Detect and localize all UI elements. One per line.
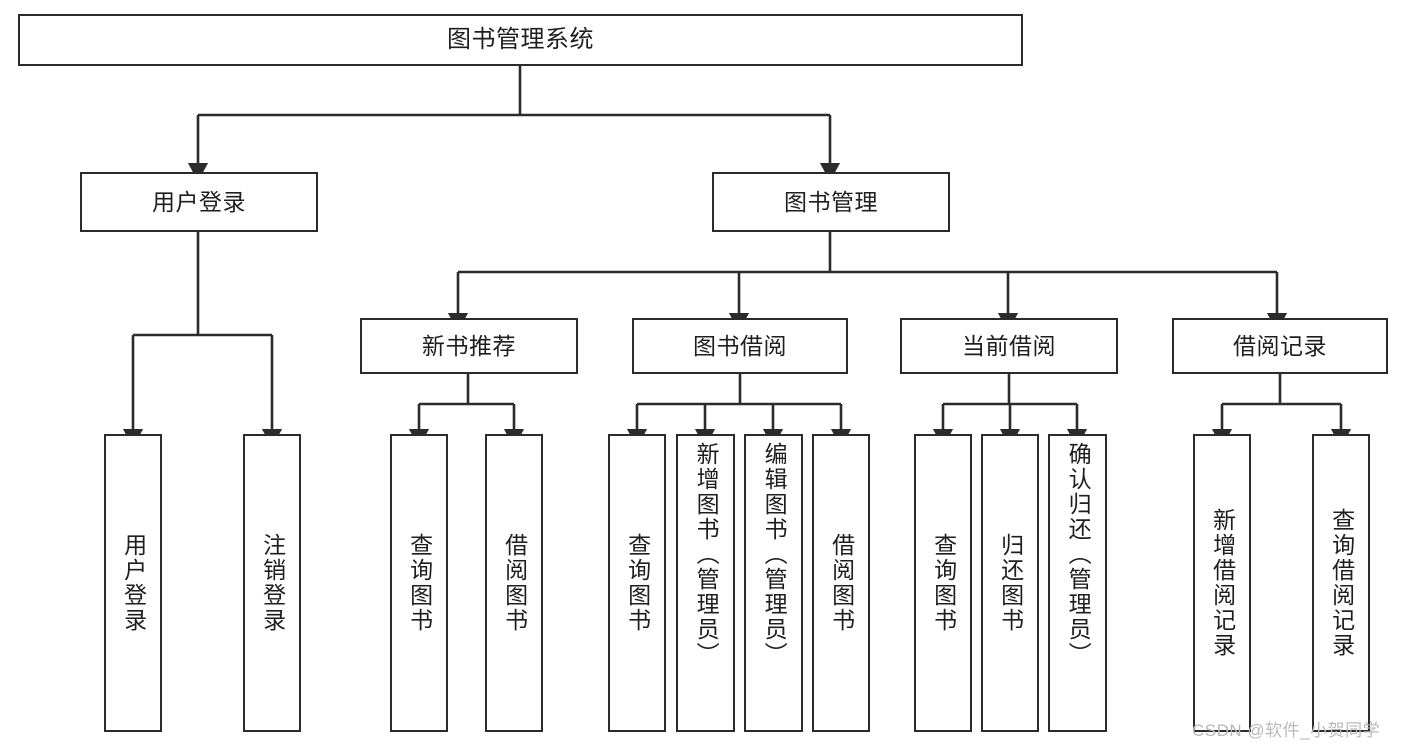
node-label: 查询图书 xyxy=(624,533,651,633)
node-book-management[interactable]: 图书管理 xyxy=(712,172,950,232)
leaf-book-borrow-add-book-admin[interactable]: 新增图书（管理员） xyxy=(676,434,735,732)
node-label: 新书推荐 xyxy=(422,332,516,359)
leaf-current-borrow-query-book[interactable]: 查询图书 xyxy=(914,434,972,732)
leaf-new-book-borrow-book[interactable]: 借阅图书 xyxy=(485,434,543,732)
node-borrow-record[interactable]: 借阅记录 xyxy=(1172,318,1388,374)
node-current-borrow[interactable]: 当前借阅 xyxy=(900,318,1118,374)
leaf-borrow-record-add-record[interactable]: 新增借阅记录 xyxy=(1193,434,1251,732)
node-label: 借阅记录 xyxy=(1233,332,1327,359)
leaf-book-borrow-query-book[interactable]: 查询图书 xyxy=(608,434,666,732)
leaf-current-borrow-confirm-return-admin[interactable]: 确认归还（管理员） xyxy=(1048,434,1107,732)
node-label: 新增借阅记录 xyxy=(1209,508,1236,658)
leaf-user-login-logout[interactable]: 注销登录 xyxy=(243,434,301,732)
node-label: 图书管理 xyxy=(784,188,878,215)
node-label: 查询借阅记录 xyxy=(1328,508,1355,658)
node-user-login[interactable]: 用户登录 xyxy=(80,172,318,232)
node-label: 用户登录 xyxy=(120,533,147,633)
node-label: 借阅图书 xyxy=(828,533,855,633)
leaf-book-borrow-edit-book-admin[interactable]: 编辑图书（管理员） xyxy=(744,434,803,732)
node-label: 归还图书 xyxy=(997,533,1024,633)
csdn-watermark: CSDN @软件_小贺同学 xyxy=(1192,721,1381,740)
node-label: 注销登录 xyxy=(259,533,286,633)
node-label: 当前借阅 xyxy=(962,332,1056,359)
leaf-user-login-login[interactable]: 用户登录 xyxy=(104,434,162,732)
node-label: 查询图书 xyxy=(930,533,957,633)
node-label: 编辑图书（管理员） xyxy=(761,442,788,667)
leaf-borrow-record-query-record[interactable]: 查询借阅记录 xyxy=(1312,434,1370,732)
node-book-borrow[interactable]: 图书借阅 xyxy=(632,318,848,374)
leaf-current-borrow-return-book[interactable]: 归还图书 xyxy=(981,434,1039,732)
node-new-book-recommend[interactable]: 新书推荐 xyxy=(360,318,578,374)
leaf-book-borrow-borrow-book[interactable]: 借阅图书 xyxy=(812,434,870,732)
leaf-new-book-query-book[interactable]: 查询图书 xyxy=(390,434,448,732)
node-label: 查询图书 xyxy=(406,533,433,633)
node-label: 借阅图书 xyxy=(501,533,528,633)
node-label: 确认归还（管理员） xyxy=(1065,442,1092,667)
node-label: 用户登录 xyxy=(152,188,246,215)
node-label: 新增图书（管理员） xyxy=(693,442,720,667)
node-root-book-management-system[interactable]: 图书管理系统 xyxy=(18,14,1023,66)
node-label: 图书管理系统 xyxy=(447,26,594,53)
node-label: 图书借阅 xyxy=(693,332,787,359)
